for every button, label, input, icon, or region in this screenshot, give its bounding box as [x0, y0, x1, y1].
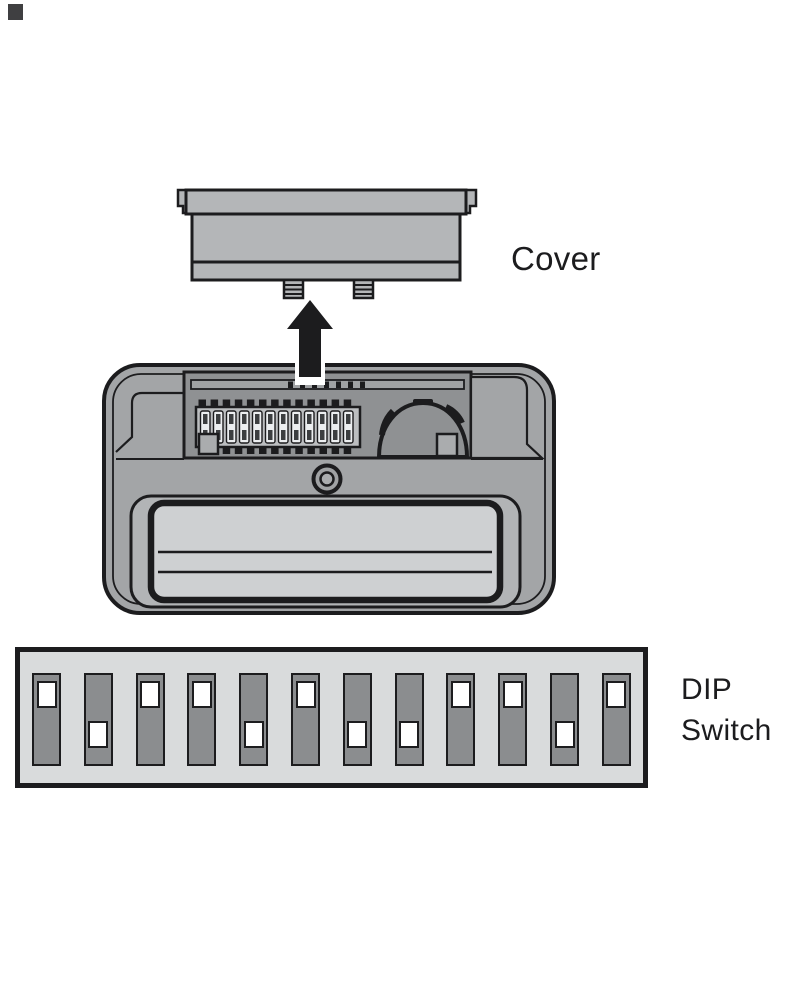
bank-tooth [271, 446, 279, 454]
bank-tooth [343, 399, 352, 407]
bank-slot-actuator [255, 424, 260, 430]
dip-switch-11-down [550, 673, 579, 766]
rail-tick [336, 381, 341, 388]
bank-tooth [307, 446, 315, 454]
bank-tooth [319, 399, 327, 407]
bank-tooth [343, 446, 352, 454]
button-ridge-lines [158, 550, 492, 574]
dip-switch-10-up [498, 673, 528, 766]
bank-corner-block [197, 432, 220, 456]
bank-tooth [234, 399, 243, 407]
dip-switch-actuator [191, 681, 212, 708]
cover-clip-right [352, 278, 375, 300]
cover-removal-arrow [287, 300, 333, 385]
dip-switch-actuator [450, 681, 471, 708]
bank-tooth [295, 446, 303, 454]
up-arrow-icon [287, 300, 333, 377]
bank-tooth [246, 446, 255, 454]
bank-slot-actuator [203, 424, 208, 430]
dip-switch-2-down [83, 673, 113, 766]
battery-clip-right [444, 404, 465, 425]
rail-tick [288, 381, 293, 388]
bank-tooth [259, 446, 267, 454]
battery-apex-tab [413, 399, 433, 405]
bank-tooth [271, 399, 279, 407]
bank-slot-actuator [268, 424, 273, 430]
bank-tooth [307, 399, 315, 407]
cover-clip-left [282, 278, 305, 300]
dip-switch-9-up [446, 673, 476, 766]
battery-clip-left [379, 408, 396, 436]
cover-body [190, 212, 462, 264]
bank-tooth [283, 446, 291, 454]
bank-tooth [283, 399, 291, 407]
bank-tooth [295, 399, 303, 407]
bank-slot-actuator [242, 424, 247, 430]
dip-switch-actuator [554, 721, 575, 748]
rail-tick [360, 381, 365, 388]
left-panel-contour [115, 391, 184, 453]
bank-slot-actuator [346, 424, 351, 430]
cover-bottom-strip [190, 260, 462, 282]
bank-tooth [198, 399, 206, 407]
dip-switch-actuator [502, 681, 523, 708]
right-side-panel [469, 375, 545, 460]
bank-tooth [319, 446, 327, 454]
bank-teeth [198, 399, 352, 454]
dip-switch-6-up [291, 673, 320, 766]
remote-body-illustration [102, 363, 556, 615]
bank-tooth [331, 399, 340, 407]
cover-label: Cover [511, 240, 601, 277]
bank-tooth [259, 399, 267, 407]
bank-tooth [222, 446, 231, 454]
dip-switch-actuator [140, 681, 161, 708]
dip-switch-actuator [347, 721, 368, 748]
dip-switch-label: DIP Switch [681, 670, 772, 751]
cover-top-flange [184, 188, 468, 216]
dip-switch-5-down [239, 673, 269, 766]
bank-tooth [246, 399, 255, 407]
dip-label-line1: DIP [681, 673, 733, 706]
dip-label-line2: Switch [681, 713, 772, 747]
dip-switch-actuator [399, 721, 420, 748]
dip-switch-actuator [36, 681, 57, 708]
corner-artifact-mark [8, 4, 23, 20]
dip-switch-1-up [32, 673, 61, 766]
bank-slot-actuator [320, 424, 325, 430]
cover-illustration [176, 188, 478, 300]
bank-slot-actuator [307, 424, 312, 430]
dip-switch-panel [15, 647, 648, 788]
dip-switch-12-up [601, 673, 631, 766]
bank-tooth [234, 446, 243, 454]
bank-slot-actuator [333, 424, 338, 430]
rail-tick [324, 381, 329, 388]
battery-illustration [376, 399, 470, 459]
bank-tooth [210, 399, 219, 407]
bank-tooth [222, 399, 231, 407]
bank-slot-actuator [281, 424, 286, 430]
dip-switch-actuator [606, 681, 627, 708]
dip-switch-3-up [135, 673, 165, 766]
bank-slot-actuator [229, 424, 234, 430]
internal-dip-bank [194, 399, 362, 456]
bank-slot-actuator [294, 424, 299, 430]
rail-tick [348, 381, 353, 388]
dip-switch-7-down [342, 673, 372, 766]
dip-switch-8-down [394, 673, 424, 766]
dip-switch-actuator [295, 681, 316, 708]
battery-holder-tab [435, 432, 459, 458]
dip-switch-actuator [243, 721, 264, 748]
bank-slot-actuator [216, 424, 221, 430]
indicator-center [319, 471, 335, 487]
dip-switch-4-up [187, 673, 217, 766]
bank-tooth [331, 446, 340, 454]
dip-switch-actuator [88, 721, 109, 748]
dip-switch-row [20, 652, 643, 783]
